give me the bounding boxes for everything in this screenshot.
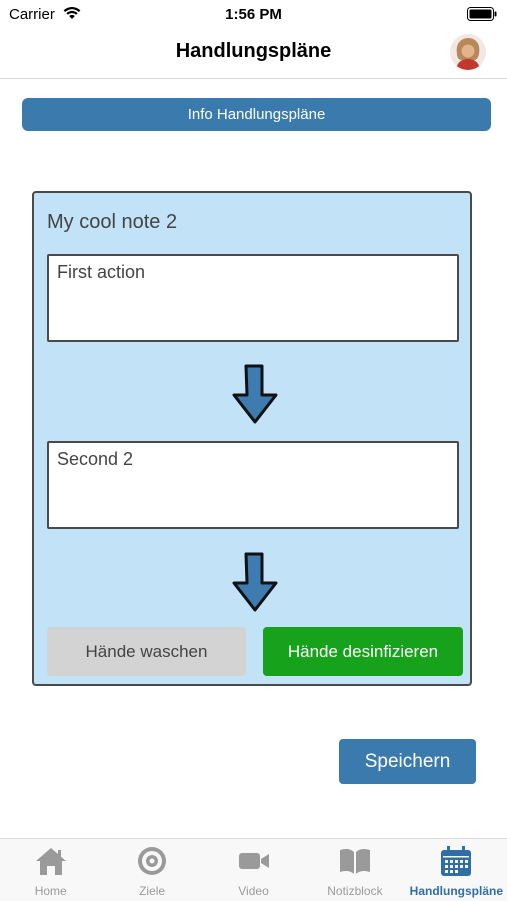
tab-label: Handlungspläne: [409, 884, 503, 898]
tab-label: Home: [34, 884, 67, 898]
page-title: Handlungspläne: [175, 40, 332, 62]
note-title: My cool note 2: [47, 211, 178, 233]
battery-icon: [467, 7, 497, 21]
tab-video[interactable]: Video: [203, 839, 304, 901]
wifi-icon: [63, 6, 81, 19]
tab-handlungsplaene[interactable]: Handlungspläne: [406, 839, 507, 901]
arrow-down-icon: [232, 364, 278, 424]
clock: 1:56 PM: [225, 6, 282, 23]
second-action-box[interactable]: Second 2: [47, 441, 459, 529]
option-haende-desinfizieren-button[interactable]: Hände desinfizieren: [263, 627, 463, 676]
calendar-icon: [441, 846, 472, 876]
home-icon: [35, 848, 66, 875]
option-haende-waschen-button[interactable]: Hände waschen: [47, 627, 246, 676]
book-icon: [339, 848, 370, 874]
save-button[interactable]: Speichern: [339, 739, 476, 784]
tab-bar: Home Ziele Video Notizblock: [0, 838, 507, 901]
tab-notizblock[interactable]: Notizblock: [304, 839, 405, 901]
action-plan-card: My cool note 2 First action Second 2 Hän…: [32, 191, 472, 686]
first-action-box[interactable]: First action: [47, 254, 459, 342]
tab-ziele[interactable]: Ziele: [101, 839, 202, 901]
tab-home[interactable]: Home: [0, 839, 101, 901]
tab-label: Notizblock: [327, 884, 383, 898]
carrier-label: Carrier: [9, 6, 55, 23]
target-icon: [138, 847, 167, 875]
info-handlungsplaene-button[interactable]: Info Handlungspläne: [22, 98, 491, 131]
tab-label: Ziele: [139, 884, 166, 898]
navigation-bar: Handlungspläne: [0, 28, 507, 79]
status-bar: Carrier 1:56 PM: [0, 0, 507, 28]
video-icon: [238, 853, 269, 869]
tab-label: Video: [238, 884, 269, 898]
arrow-down-icon: [232, 552, 278, 612]
avatar[interactable]: [450, 34, 486, 70]
avatar-illustration: [450, 34, 486, 70]
